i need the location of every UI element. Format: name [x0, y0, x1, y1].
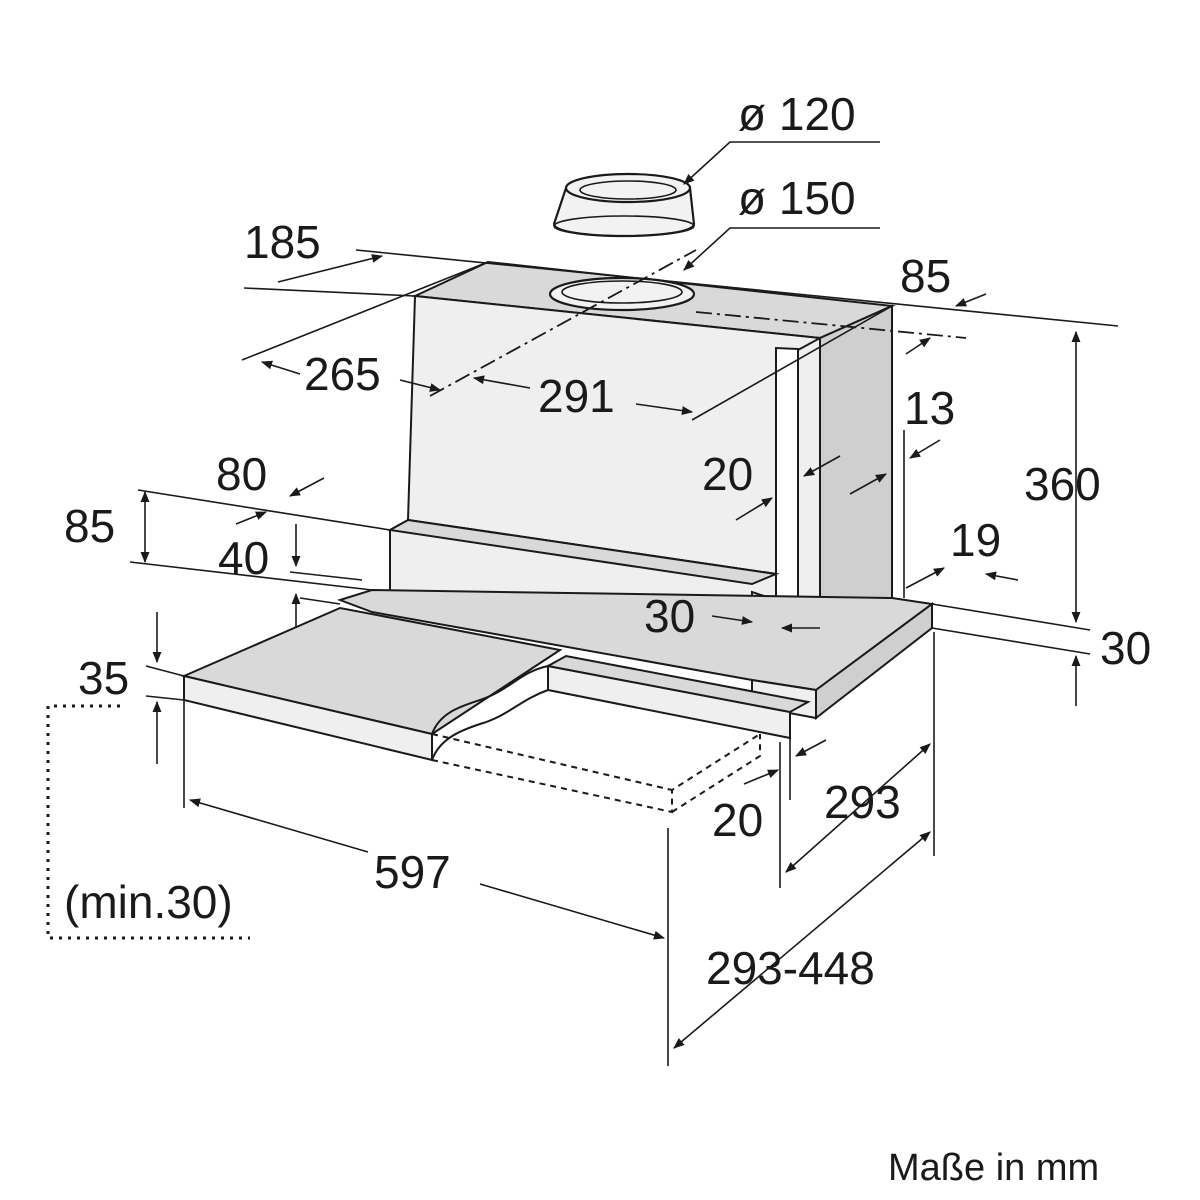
dim-20-lower-a: [795, 739, 827, 757]
dim-185-line: [277, 254, 384, 283]
unit-note: Maße in mm: [888, 1147, 1099, 1189]
label-35: 35: [78, 652, 129, 704]
dim-291-ext: [691, 305, 893, 421]
dim-19-b: [984, 571, 1019, 581]
dim-13-line: [909, 439, 941, 459]
duct-axis-line: [429, 249, 697, 397]
label-80: 80: [216, 448, 267, 500]
bottom-reference-line: [931, 603, 1091, 631]
dim-265-line: [260, 360, 301, 375]
break-line-2: [431, 689, 549, 761]
label-293: 293: [824, 776, 901, 828]
dim-20-upper-a: [735, 497, 773, 521]
dim-19-a: [905, 567, 945, 589]
front-trim-strip-top: [545, 654, 811, 714]
dim-291-line-a: [472, 375, 531, 389]
extended-position-outline: [431, 733, 761, 814]
dim-20-upper-c: [849, 473, 887, 495]
label-85-top: 85: [900, 250, 951, 302]
outlet-ring-150-inner: [561, 280, 683, 304]
label-30-inner: 30: [644, 590, 695, 642]
dim-20-lower-b: [743, 769, 780, 785]
adapter-ring-120-top: [564, 172, 692, 204]
dim-40-ext-2: [299, 597, 341, 605]
side-rail: [797, 336, 821, 642]
dim-80-line: [289, 477, 325, 497]
bottom-reference-line-2: [931, 627, 1091, 655]
dim-40-ext: [289, 571, 363, 581]
dim-265-line-b: [399, 379, 442, 392]
dimension-labels: ø 120 ø 150 185 85 265 291 13 80 20 360 …: [64, 88, 1151, 1189]
dim-o120-leader: [683, 141, 880, 185]
dim-291-line-b: [635, 403, 694, 416]
label-19: 19: [950, 514, 1001, 566]
top-edge-axis: [695, 311, 967, 339]
label-30-right: 30: [1100, 622, 1151, 674]
dim-293-448-line: [673, 831, 931, 1049]
dim-20-upper-b: [803, 455, 841, 477]
label-o150: ø 150: [738, 172, 856, 224]
outlet-ring-150: [548, 276, 696, 312]
duct-rings: [548, 172, 696, 312]
label-20-lower: 20: [712, 794, 763, 846]
housing-lower-step-top: [386, 518, 780, 586]
dim-85-top-line: [954, 293, 987, 307]
dim-80-line-b: [235, 511, 268, 525]
label-min30: (min.30): [64, 876, 233, 928]
dim-80-ext: [137, 489, 391, 531]
label-265: 265: [304, 348, 381, 400]
break-line: [431, 665, 549, 735]
label-360: 360: [1024, 458, 1101, 510]
label-597: 597: [374, 846, 451, 898]
label-185: 185: [244, 216, 321, 268]
dimension-lines: [46, 141, 1119, 1066]
dim-85-left-ext: [129, 561, 373, 591]
centre-lines: [429, 249, 967, 397]
dim-30-inner-line: [711, 615, 754, 625]
dim-597-b: [479, 883, 666, 940]
dim-265-ext: [241, 261, 489, 361]
dim-o150-leader: [683, 227, 880, 271]
top-left-reference: [243, 287, 416, 297]
dim-597-a: [188, 798, 369, 853]
adapter-ring-120-band: [553, 215, 695, 237]
label-20-upper: 20: [702, 448, 753, 500]
hood-body: [180, 260, 935, 814]
label-291: 291: [538, 370, 615, 422]
housing-side-face: [819, 304, 893, 630]
label-40: 40: [218, 532, 269, 584]
min-clearance-outline: [46, 704, 250, 940]
top-reference-line: [355, 249, 1119, 327]
dim-85-top-line-b: [905, 337, 931, 355]
label-85-left: 85: [64, 500, 115, 552]
adapter-ring-120-inner: [579, 180, 677, 200]
dim-35-ext-2: [145, 695, 185, 701]
label-293-448: 293-448: [706, 942, 875, 994]
label-o120: ø 120: [738, 88, 856, 140]
dim-35-ext: [145, 665, 185, 677]
label-13: 13: [904, 382, 955, 434]
